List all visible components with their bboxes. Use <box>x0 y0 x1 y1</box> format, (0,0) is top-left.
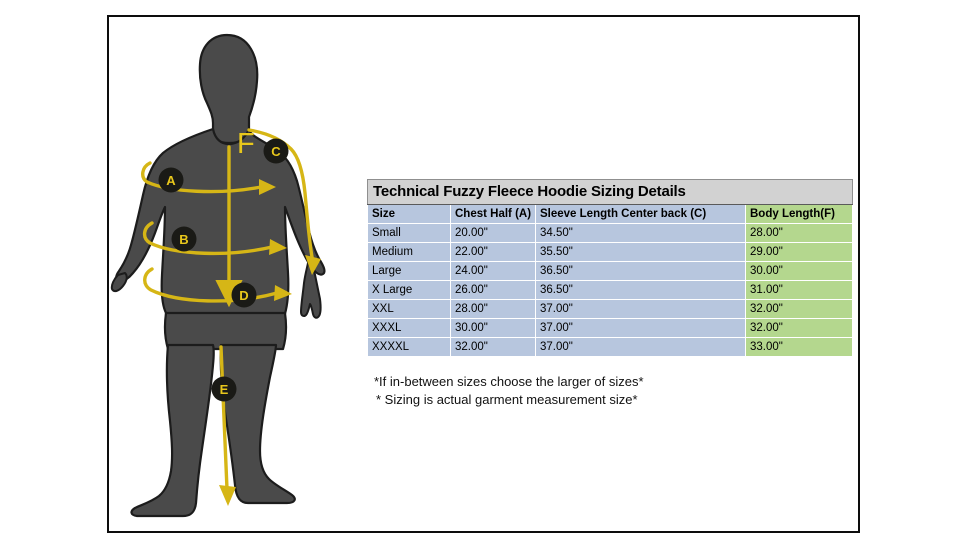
table-row: X Large 26.00" 36.50" 31.00" <box>367 280 854 300</box>
body-silhouette <box>110 33 326 518</box>
arrowhead-a <box>259 179 276 195</box>
arrowhead-b <box>269 239 287 255</box>
marker-badges: A B C D E <box>158 138 289 402</box>
cell-sleeve: 37.00" <box>535 337 746 357</box>
cell-body: 32.00" <box>744 299 854 319</box>
cell-chest: 30.00" <box>450 318 536 338</box>
table-row: Small 20.00" 34.50" 28.00" <box>367 223 854 243</box>
sizing-details-table: Technical Fuzzy Fleece Hoodie Sizing Det… <box>366 179 854 357</box>
arrow-e-path <box>219 345 229 491</box>
column-header-body-length: Body Length(F) <box>744 204 854 224</box>
cell-size: X Large <box>367 280 451 300</box>
measurement-figure: A B C D E F <box>109 17 379 535</box>
cell-sleeve: 37.00" <box>535 318 746 338</box>
marker-c: C <box>263 138 289 164</box>
cell-body: 28.00" <box>744 223 854 243</box>
column-header-chest: Chest Half (A) <box>450 204 536 224</box>
table-header-row: Size Chest Half (A) Sleeve Length Center… <box>367 204 854 224</box>
table-row: Large 24.00" 36.50" 30.00" <box>367 261 854 281</box>
marker-e-label: E <box>220 382 229 397</box>
cell-size: Small <box>367 223 451 243</box>
arrowhead-e <box>219 485 236 506</box>
cell-chest: 24.00" <box>450 261 536 281</box>
cell-chest: 28.00" <box>450 299 536 319</box>
marker-c-label: C <box>271 144 281 159</box>
cell-size: XXXXL <box>367 337 451 357</box>
cell-size: XXL <box>367 299 451 319</box>
footnote-line-2: * Sizing is actual garment measurement s… <box>376 392 638 407</box>
cell-size: Medium <box>367 242 451 262</box>
table-row: Medium 22.00" 35.50" 29.00" <box>367 242 854 262</box>
cell-chest: 20.00" <box>450 223 536 243</box>
cell-body: 29.00" <box>744 242 854 262</box>
marker-d: D <box>231 282 257 308</box>
marker-b: B <box>171 226 197 252</box>
cell-sleeve: 35.50" <box>535 242 746 262</box>
cell-body: 32.00" <box>744 318 854 338</box>
cell-chest: 22.00" <box>450 242 536 262</box>
table-title: Technical Fuzzy Fleece Hoodie Sizing Det… <box>366 179 854 205</box>
cell-size: Large <box>367 261 451 281</box>
cell-size: XXXL <box>367 318 451 338</box>
arrow-c-path <box>247 128 314 259</box>
marker-b-label: B <box>179 232 188 247</box>
cell-sleeve: 36.50" <box>535 280 746 300</box>
mannequin-svg: A B C D E F <box>110 33 326 518</box>
content-panel: A B C D E F <box>107 15 860 533</box>
arrowhead-c <box>305 255 321 275</box>
marker-a-label: A <box>166 173 176 188</box>
column-header-size: Size <box>367 204 451 224</box>
marker-e: E <box>211 376 237 402</box>
cell-body: 30.00" <box>744 261 854 281</box>
column-header-sleeve: Sleeve Length Center back (C) <box>535 204 746 224</box>
footnote-line-1: *If in-between sizes choose the larger o… <box>374 374 644 389</box>
table-row: XXXL 30.00" 37.00" 32.00" <box>367 318 854 338</box>
cell-body: 31.00" <box>744 280 854 300</box>
cell-sleeve: 36.50" <box>535 261 746 281</box>
table-row: XXL 28.00" 37.00" 32.00" <box>367 299 854 319</box>
marker-f-label: F <box>237 128 255 160</box>
cell-sleeve: 34.50" <box>535 223 746 243</box>
cell-sleeve: 37.00" <box>535 299 746 319</box>
arrow-b-path <box>142 221 274 256</box>
footnotes: *If in-between sizes choose the larger o… <box>374 373 794 409</box>
cell-body: 33.00" <box>744 337 854 357</box>
measurement-arrows <box>141 128 314 491</box>
table-title-row: Technical Fuzzy Fleece Hoodie Sizing Det… <box>366 179 854 205</box>
marker-d-label: D <box>239 288 248 303</box>
cell-chest: 26.00" <box>450 280 536 300</box>
marker-a: A <box>158 167 184 193</box>
cell-chest: 32.00" <box>450 337 536 357</box>
arrowhead-d <box>274 285 292 301</box>
table-row: XXXXL 32.00" 37.00" 33.00" <box>367 337 854 357</box>
